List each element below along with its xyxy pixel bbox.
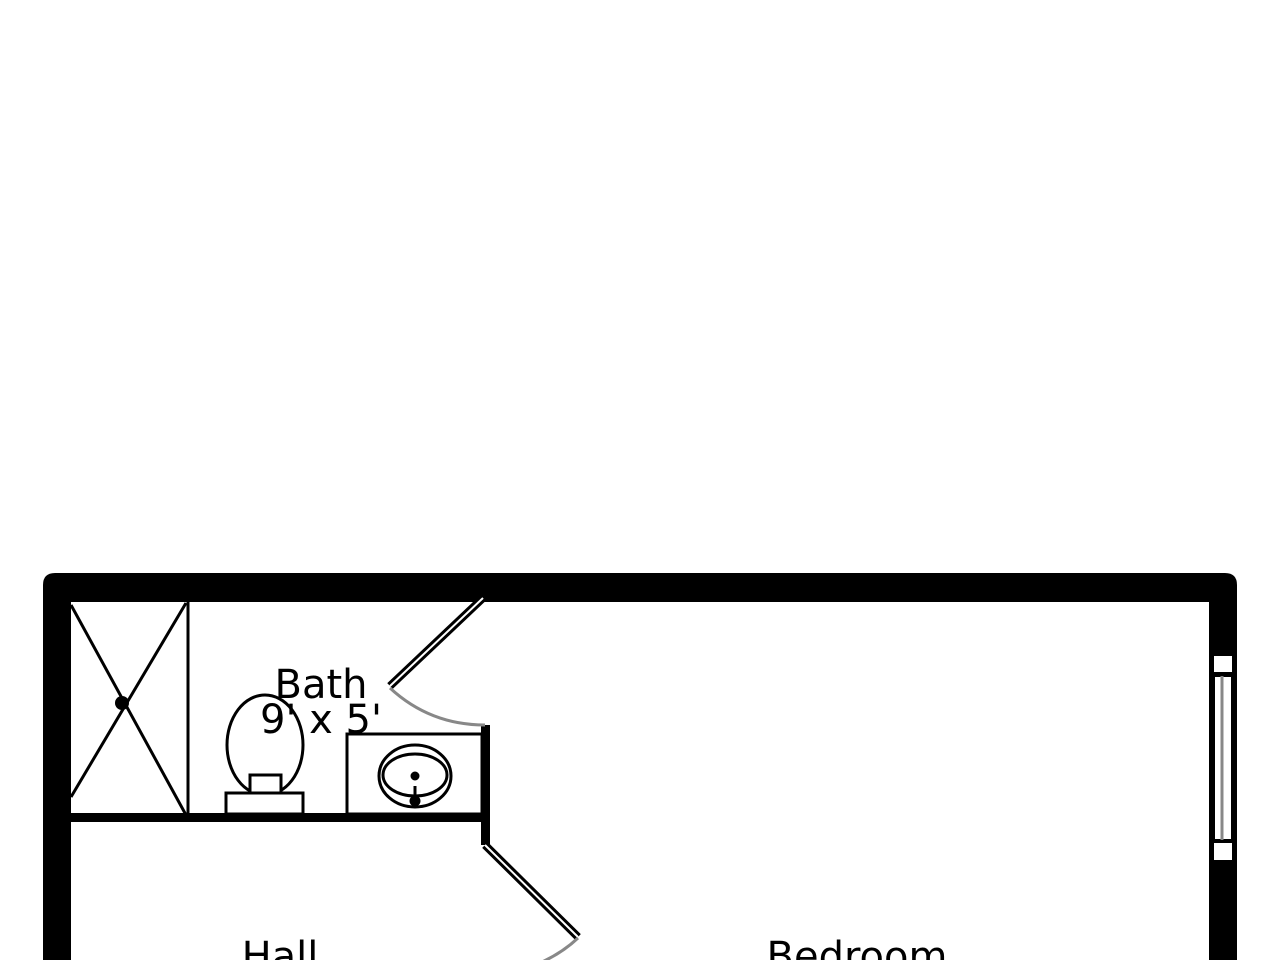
- room-label-bedroom: Bedroom: [767, 934, 948, 960]
- hall-door[interactable]: [482, 842, 581, 960]
- shower: [69, 602, 190, 816]
- door-swing-arc: [388, 686, 486, 727]
- shower-drain-icon: [115, 696, 129, 710]
- room-label-bath: Bath: [275, 662, 368, 708]
- interior-wall-bath-bedroom: [481, 725, 490, 845]
- door-swing-arc: [542, 936, 580, 960]
- window: [1213, 656, 1233, 860]
- room-dimensions-bath: 9' x 5': [260, 697, 382, 743]
- exterior-wall: [43, 573, 1237, 960]
- interior-wall-bath-hall: [71, 813, 490, 822]
- sink-icon: [345, 732, 484, 816]
- toilet-icon: [224, 693, 305, 816]
- bath-door[interactable]: [387, 595, 486, 727]
- room-label-hall: Hall: [242, 934, 319, 960]
